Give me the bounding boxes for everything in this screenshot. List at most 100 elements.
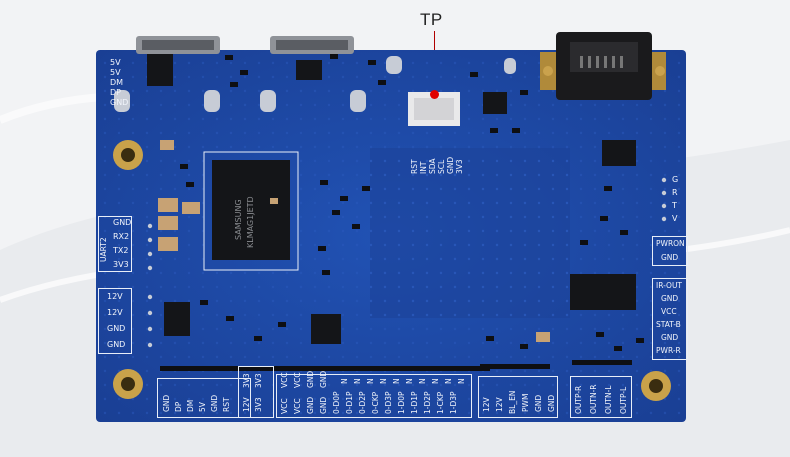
bottom-12v: 12V [242, 397, 251, 412]
lvds-7: 0-CKP [371, 391, 380, 414]
ic-sot [164, 302, 190, 336]
power-left-gnd-1: GND [107, 324, 126, 333]
ic-usb-hub [147, 54, 173, 86]
mounting-hole-bottom-left [113, 369, 143, 399]
ethernet-jack [540, 32, 666, 100]
silk-gnd-i2c: GND [446, 156, 455, 174]
lvds-top-8: N [392, 378, 401, 384]
bottom-power-12v-1: 12V [482, 397, 491, 412]
power-left-gnd-2: GND [107, 340, 126, 349]
lvds-4: 0-D0P [332, 391, 341, 414]
bottom-audio-outn-l: OUTN-L [604, 385, 613, 414]
power-left-12v-1: 12V [107, 292, 123, 301]
bottom-power-12v-2: 12V [495, 397, 504, 412]
bottom-dm: DM [186, 399, 195, 412]
lvds-top-10: N [418, 378, 427, 384]
lvds-2: GND [306, 396, 315, 414]
silk-5v-2: 5V [110, 68, 121, 77]
right-bottom-box: IR-OUT GND VCC STAT-B GND PWR-R [652, 278, 688, 360]
lvds-9: 1-D0P [397, 391, 406, 414]
lvds-top-2: GND [306, 370, 315, 388]
silk-dm: DM [110, 78, 124, 87]
uart2-label-box: GND RX2 TX2 3V3 [98, 216, 132, 272]
bottom-audio-box [570, 376, 632, 418]
ic-tssop [570, 274, 636, 310]
bottom-3v3-a: 3V3 [254, 397, 263, 412]
flash-chip [212, 160, 290, 260]
lvds-top-13: N [457, 378, 466, 384]
ic-right [602, 140, 636, 166]
lvds-0: VCC [280, 398, 289, 414]
power-left-12v-2: 12V [107, 308, 123, 317]
right-gnd-1: GND [661, 294, 679, 303]
uart2-3v3: 3V3 [113, 260, 129, 269]
lvds-6: 0-D2P [358, 391, 367, 414]
lvds-top-1: VCC [293, 372, 302, 388]
right-pwr-r: PWR-R [656, 346, 681, 355]
right-ir-out: IR-OUT [656, 281, 683, 290]
bottom-gnd-2: GND [210, 394, 219, 412]
bottom-3v3-box [238, 366, 274, 418]
uart2-gnd: GND [113, 218, 132, 227]
bottom-3v3-top-a: 3V3 [242, 373, 251, 388]
bottom-power-box [478, 376, 558, 418]
lvds-12: 1-CKP [436, 391, 445, 414]
bottom-power-gnd-2: GND [547, 394, 556, 412]
lvds-top-4: N [340, 378, 349, 384]
bottom-power-pwm: PWM [521, 393, 530, 412]
bottom-audio-outn-r: OUTN-R [589, 384, 598, 414]
silk-r: R [672, 188, 678, 197]
lvds-top-11: N [431, 378, 440, 384]
lvds-13: 1-D3P [449, 391, 458, 414]
ic-qfn [483, 92, 507, 114]
ic-top [296, 60, 322, 80]
silk-rst: RST [410, 159, 419, 174]
right-gnd-2: GND [661, 333, 679, 342]
bottom-3v3-top-b: 3V3 [254, 373, 263, 388]
uart2-rx2: RX2 [113, 232, 130, 241]
lvds-top-12: N [444, 378, 453, 384]
silk-g: G [672, 175, 679, 184]
lvds-top-6: N [366, 378, 375, 384]
lvds-top-5: N [353, 378, 362, 384]
lvds-8: 0-D3P [384, 391, 393, 414]
flash-chip-text-1: SAMSUNG [234, 199, 243, 240]
tp-connector [408, 92, 460, 126]
bottom-audio-outp-r: OUTP-R [574, 385, 583, 414]
silk-t: T [672, 201, 677, 210]
right-gnd-top: GND [661, 253, 679, 262]
bottom-power-bl-en: BL_EN [508, 390, 517, 414]
bottom-audio-outp-l: OUTP-L [619, 386, 628, 414]
lvds-3: GND [319, 396, 328, 414]
silk-v: V [672, 214, 678, 223]
lvds-top-3: GND [319, 370, 328, 388]
right-vcc: VCC [661, 307, 677, 316]
right-pwron: PWRON [656, 239, 685, 248]
bottom-gnd-1: GND [162, 394, 171, 412]
callout-marker [430, 90, 439, 99]
callout-label-tp: TP [420, 10, 443, 29]
ic-soic [311, 314, 341, 344]
usb-connector-left [136, 36, 220, 54]
silk-sda: SDA [428, 158, 437, 174]
bottom-dp: DP [174, 401, 183, 412]
silk-scl: SCL [437, 159, 446, 174]
lvds-box [276, 374, 472, 418]
bottom-5v: 5V [198, 402, 207, 412]
silk-dp: DP [110, 88, 121, 97]
lvds-top-9: N [405, 378, 414, 384]
lvds-11: 1-D2P [423, 391, 432, 414]
silk-int: INT [419, 161, 428, 174]
mounting-hole-bottom-right [641, 371, 671, 401]
silk-3v3-i2c: 3V3 [455, 159, 464, 174]
lvds-10: 1-D1P [410, 391, 419, 414]
uart2-tx2: TX2 [113, 246, 129, 255]
bottom-header-box [157, 378, 251, 418]
flash-chip-outline [203, 151, 299, 271]
lvds-1: VCC [293, 398, 302, 414]
uart2-title: UART2 [99, 237, 108, 262]
right-stat-b: STAT-B [656, 320, 681, 329]
flash-chip-text-2: KLMAG1JETD [246, 196, 255, 248]
mounting-hole-top-left [113, 140, 143, 170]
